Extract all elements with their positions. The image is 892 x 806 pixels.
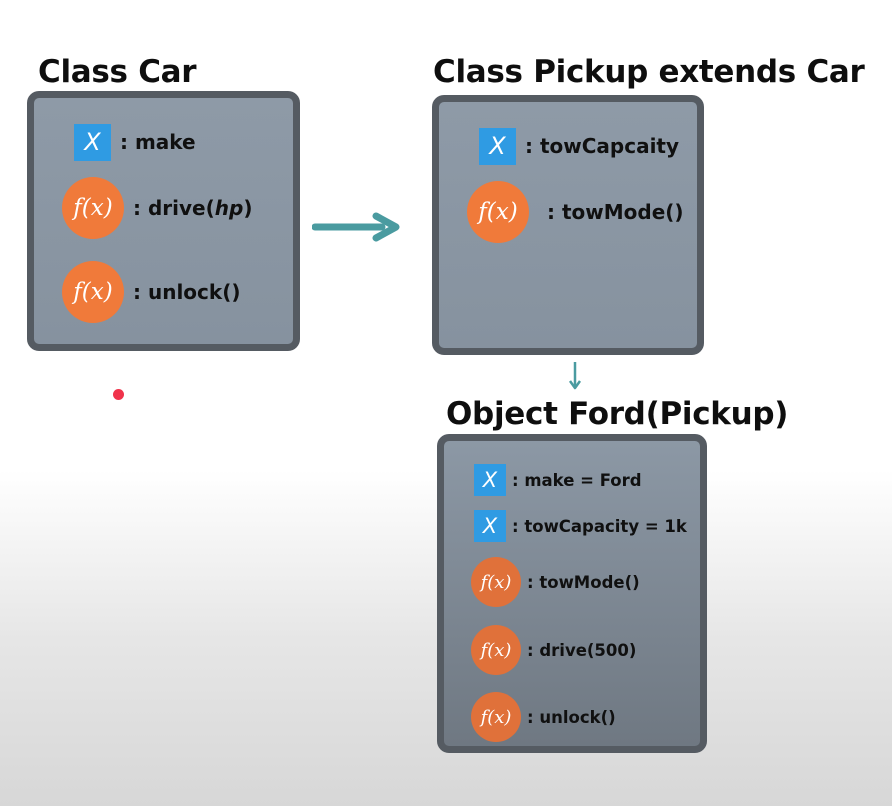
- car-member-unlock: f(x) : unlock(): [62, 260, 240, 324]
- member-label: : unlock(): [527, 707, 616, 727]
- function-icon: f(x): [471, 625, 521, 675]
- member-label: : drive(hp): [133, 196, 253, 220]
- function-icon: f(x): [62, 261, 124, 323]
- member-label: : towCapacity = 1k: [512, 516, 687, 536]
- member-label: : drive(500): [527, 640, 637, 660]
- function-icon: f(x): [471, 557, 521, 607]
- pickup-member-towmode: f(x) : towMode(): [467, 180, 684, 244]
- pickup-member-towcapcaity: X : towCapcaity: [479, 114, 679, 178]
- function-icon: f(x): [62, 177, 124, 239]
- member-label: : towMode(): [527, 572, 640, 592]
- param-hp: hp: [214, 196, 244, 220]
- instantiation-arrow-icon: [568, 362, 582, 390]
- ford-member-unlock: f(x) : unlock(): [471, 692, 616, 742]
- object-ford-title: Object Ford(Pickup): [446, 396, 789, 432]
- object-ford-box: X : make = Ford X : towCapacity = 1k f(x…: [437, 434, 707, 753]
- function-icon: f(x): [467, 181, 529, 243]
- class-pickup-title: Class Pickup extends Car: [433, 54, 865, 90]
- car-member-drive: f(x) : drive(hp): [62, 176, 252, 240]
- x-variable-icon: X: [474, 510, 506, 542]
- cursor-dot: [113, 389, 124, 400]
- class-car-box: X : make f(x) : drive(hp) f(x) : unlock(…: [27, 91, 300, 351]
- member-label: : make: [120, 130, 196, 154]
- ford-member-make: X : make = Ford: [474, 455, 642, 505]
- ford-member-towmode: f(x) : towMode(): [471, 557, 640, 607]
- x-variable-icon: X: [479, 127, 516, 165]
- x-variable-icon: X: [474, 464, 506, 496]
- ford-member-towcapacity: X : towCapacity = 1k: [474, 501, 687, 551]
- ford-member-drive: f(x) : drive(500): [471, 625, 636, 675]
- member-label: : unlock(): [133, 280, 241, 304]
- inheritance-arrow-icon: [312, 212, 400, 242]
- x-variable-icon: X: [74, 123, 111, 161]
- member-label: : make = Ford: [512, 470, 642, 490]
- class-car-title: Class Car: [38, 54, 197, 90]
- car-member-make: X : make: [74, 110, 196, 174]
- function-icon: f(x): [471, 692, 521, 742]
- member-label: : towCapcaity: [525, 134, 680, 158]
- class-pickup-box: X : towCapcaity f(x) : towMode(): [432, 95, 704, 355]
- member-label: : towMode(): [547, 200, 684, 224]
